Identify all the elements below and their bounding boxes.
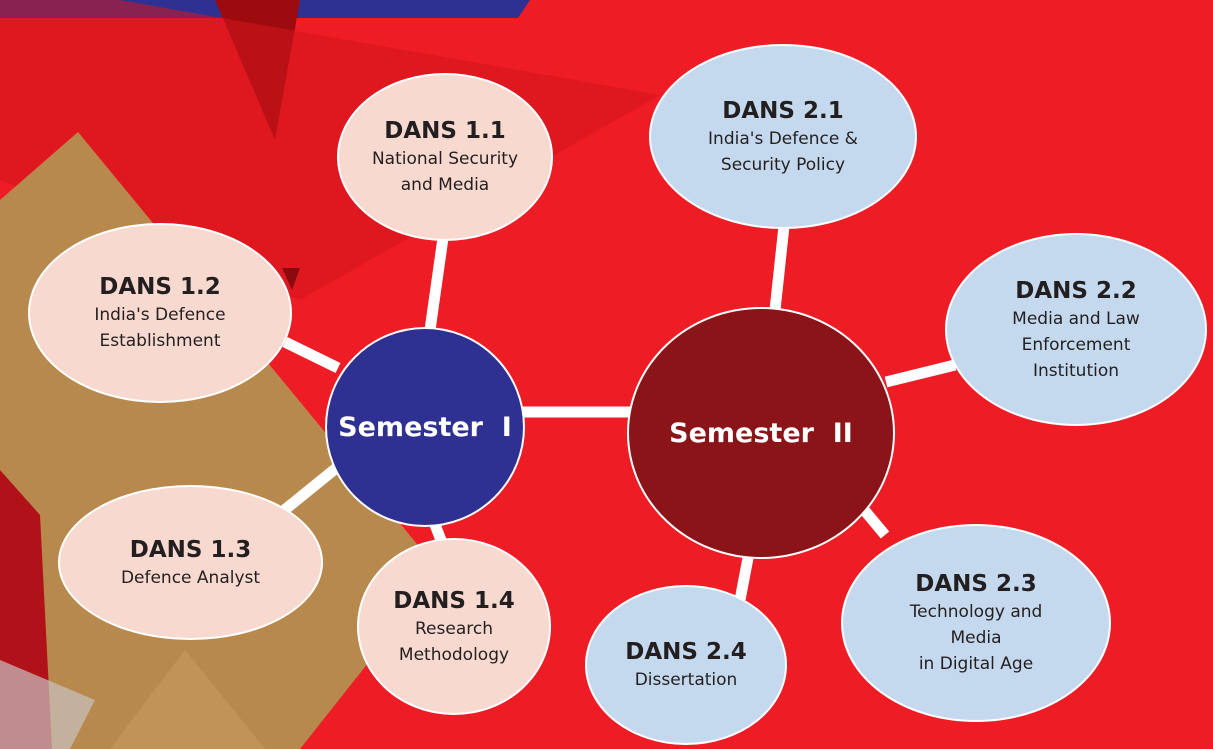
module-title: Media and Law Enforcement Institution <box>1012 308 1140 381</box>
module-title: Dissertation <box>634 670 738 690</box>
module-code: DANS 2.1 <box>722 97 844 124</box>
module-dans-1-1: DANS 1.1 National Security and Media <box>337 73 553 241</box>
module-code: DANS 1.2 <box>99 274 221 300</box>
semester-1-label: Semester I <box>338 411 512 443</box>
grey-corner <box>0 660 95 749</box>
module-title: Technology and Media in Digital Age <box>909 602 1043 674</box>
tan-shape-bottom <box>110 650 265 749</box>
module-title: National Security and Media <box>371 149 519 195</box>
module-title: Defence Analyst <box>120 567 261 588</box>
module-code: DANS 2.3 <box>915 571 1037 597</box>
module-code: DANS 1.4 <box>393 587 515 614</box>
module-title: Research Methodology <box>398 618 510 665</box>
module-dans-1-2: DANS 1.2 India's Defence Establishment <box>28 223 292 403</box>
link-hub2-n22 <box>884 359 957 388</box>
module-title: India's Defence & Security Policy <box>708 128 858 175</box>
link-hub2-n24 <box>734 556 754 602</box>
link-hub1-n12 <box>282 337 341 373</box>
semester-2-label: Semester II <box>669 417 853 449</box>
link-hub1-n13 <box>278 460 344 517</box>
module-code: DANS 1.3 <box>129 536 252 563</box>
module-code: DANS 2.4 <box>625 639 747 665</box>
module-dans-1-3: DANS 1.3 Defence Analyst <box>58 485 323 640</box>
module-dans-1-4: DANS 1.4 Research Methodology <box>357 538 551 715</box>
small-dark-triangle <box>282 268 300 290</box>
semester-1-hub: Semester I <box>325 327 525 527</box>
module-dans-2-3: DANS 2.3 Technology and Media in Digital… <box>841 524 1111 722</box>
module-dans-2-1: DANS 2.1 India's Defence & Security Poli… <box>649 44 917 229</box>
module-dans-2-4: DANS 2.4 Dissertation <box>585 585 787 745</box>
module-dans-2-2: DANS 2.2 Media and Law Enforcement Insti… <box>945 233 1207 426</box>
module-code: DANS 1.1 <box>384 118 506 144</box>
module-code: DANS 2.2 <box>1015 277 1137 304</box>
module-title: India's Defence Establishment <box>94 305 226 351</box>
semester-2-hub: Semester II <box>627 307 895 559</box>
link-hub2-n21 <box>769 225 790 311</box>
link-hub1-n11 <box>424 237 449 331</box>
